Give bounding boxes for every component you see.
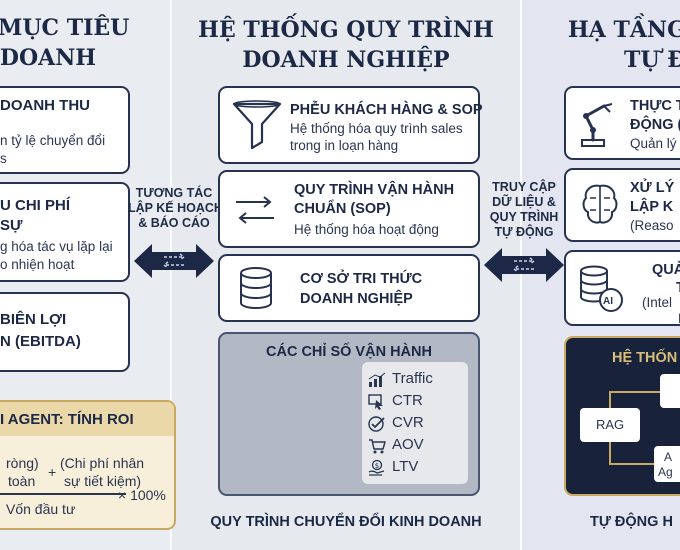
sop-title-line2: CHUẨN (SOP) [294,201,391,217]
knowledge-title-line1: CƠ SỞ TRI THỨC [300,271,423,287]
middle-bottom-label: QUY TRÌNH CHUYỂN ĐỔI KINH DOANH [210,514,482,530]
ebitda-title-line2: N (EBITDA) [0,333,81,350]
funnel-line1: Hệ thống hóa quy trình sales [290,121,463,136]
left-arrow-label-3: & BÁO CÁO [138,216,210,230]
kpi-list: Traffic CTR CVR AOV $ LTV [362,362,468,484]
revenue-card: DOANH THU n tỷ lệ chuyển đổi s [0,86,130,174]
brain-icon [582,184,618,224]
roi-num-left2: toàn [8,473,36,489]
database-icon [240,267,272,309]
right-heading-line2: TỰ Đ [624,47,680,73]
roi-plus: + [48,464,57,480]
knowledge-title-line2: DOANH NGHIỆP [300,291,413,307]
kpi-label: Traffic [392,370,433,387]
sop-card: QUY TRÌNH VẬN HÀNH CHUẨN (SOP) Hệ thống … [218,170,480,248]
automation-title-line1: THỰC T [630,98,680,114]
left-arrow-label-2: LẬP KẾ HOẠCH [128,201,223,215]
right-bottom-label: TỰ ĐỘNG H [590,514,673,530]
left-heading-line1: MỤC TIÊU [0,15,130,41]
kpi-panel: CÁC CHỈ SỐ VẬN HÀNH Traffic CTR CVR AOV … [218,332,480,496]
roi-num-right: (Chi phí nhân [60,455,145,471]
management-line2: M [678,310,680,328]
system-panel: HỆ THỐN RAG A Ag [564,336,680,496]
right-arrow-label-1: TRUY CẬP [492,180,556,194]
cart-icon [369,439,386,454]
roi-card: I AGENT: TÍNH ROI ròng) toàn + (Chi phí … [0,400,176,530]
funnel-title: PHỄU KHÁCH HÀNG & SOP [290,102,483,118]
swap-arrows-icon [236,196,274,224]
left-heading-line2: DOANH [0,45,97,71]
kpi-title: CÁC CHỈ SỐ VẬN HÀNH [266,344,432,360]
reasoning-title-line2: LẬP K [630,199,674,215]
automation-title-line2: ĐỘNG ( [630,117,680,133]
money-hand-icon: $ [368,460,385,476]
cost-line2: o nhiện hoạt [0,257,75,272]
robot-arm-icon [581,103,613,147]
double-arrow-icon [134,244,214,278]
automation-line1: Quản lý [630,136,677,151]
knowledge-card: CƠ SỞ TRI THỨC DOANH NGHIỆP [218,254,480,322]
roi-num-right2: sự tiết kiệm) [64,473,142,489]
kpi-label: LTV [392,458,419,475]
rag-label: RAG [596,417,625,432]
rag-node [580,408,640,442]
right-heading-line1: HẠ TẦNG [568,17,680,43]
revenue-line2: s [0,151,7,166]
kpi-label: CVR [392,414,424,431]
cost-title-line1: U CHI PHÍ [0,197,71,214]
ai-database-icon [580,265,623,312]
reasoning-line1: (Reaso [630,218,674,233]
management-card: AI QUẢ T (Intel M [564,250,680,326]
management-title-line1: QUẢ [652,262,680,278]
right-arrow-label-4: TỰ ĐỘNG [494,225,554,239]
fraction-bar [0,493,126,495]
reasoning-card: XỬ LÝ LẬP K (Reaso [564,168,680,242]
automation-card: THỰC T ĐỘNG ( Quản lý [564,86,680,160]
middle-heading-line1: HỆ THỐNG QUY TRÌNH [198,17,494,43]
kpi-label: CTR [392,392,423,409]
agent-node [654,446,680,482]
check-circle-icon [368,416,385,432]
roi-title: I AGENT: TÍNH ROI [0,411,134,428]
agent-node-label2: Ag [658,465,673,479]
management-line1: (Intel [642,295,673,310]
funnel-line2: trong in loạn hàng [290,138,399,153]
ai-badge-text: AI [603,296,613,307]
ebitda-card: BIÊN LỢI N (EBITDA) [0,292,130,372]
roi-multiplier: × 100% [118,487,166,503]
management-title-line2: T [676,278,680,298]
middle-heading-line2: DOANH NGHIỆP [242,47,450,73]
click-icon [368,394,383,410]
ebitda-title-line1: BIÊN LỢI [0,311,67,328]
sop-title-line1: QUY TRÌNH VẬN HÀNH [294,182,455,198]
kpi-label: AOV [392,436,424,453]
bar-chart-icon [368,372,386,387]
column-divider [520,0,522,550]
cost-title-line2: SỰ [0,217,23,234]
revenue-title: DOANH THU [0,97,90,114]
roi-num-left: ròng) [6,455,39,471]
roi-denominator: Vốn đầu tư [6,501,76,517]
column-divider [170,0,172,550]
double-arrow-icon [484,248,564,282]
cost-card: U CHI PHÍ SỰ g hóa tác vụ lặp lại o nhiệ… [0,182,130,282]
svg-text:$: $ [375,462,379,470]
system-node-top [660,374,680,408]
cost-line1: g hóa tác vụ lặp lại [0,239,113,254]
funnel-card: PHỄU KHÁCH HÀNG & SOP Hệ thống hóa quy t… [218,86,483,164]
funnel-icon [232,100,282,150]
revenue-line1: n tỷ lệ chuyển đổi [0,133,106,148]
system-title: HỆ THỐN [612,350,678,366]
left-arrow-label-1: TƯƠNG TÁC [135,186,213,200]
reasoning-title-line1: XỬ LÝ [630,180,675,196]
agent-node-label1: A [664,450,673,464]
right-arrow-label-2: DỮ LIỆU & [492,195,556,209]
right-arrow-label-3: QUY TRÌNH [489,210,559,224]
roi-header [0,402,174,436]
sop-line1: Hệ thống hóa hoạt động [294,222,439,237]
